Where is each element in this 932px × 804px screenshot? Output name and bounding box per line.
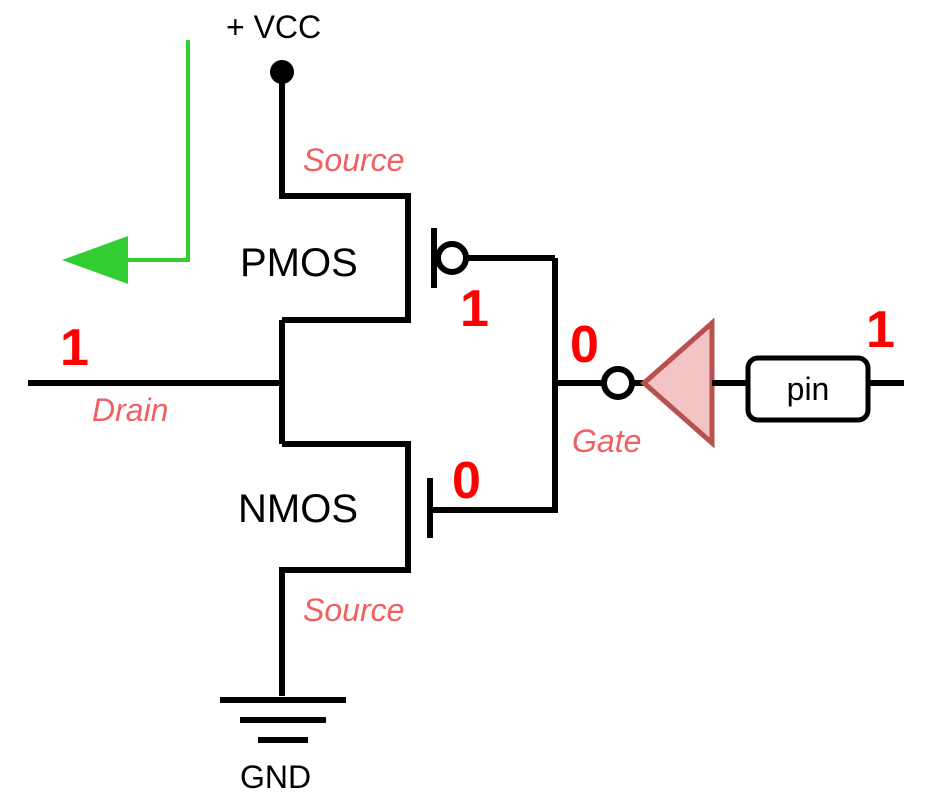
- drain-label: Drain: [92, 392, 168, 428]
- inversion-bubble: [601, 366, 635, 400]
- nmos-source-label: Source: [303, 592, 404, 628]
- drain-level: 1: [60, 319, 89, 377]
- pin-label: pin: [787, 371, 830, 407]
- vcc-label: + VCC: [226, 9, 321, 45]
- nmos-label: NMOS: [238, 487, 358, 531]
- gate-label: Gate: [572, 423, 641, 459]
- nmos-transistor: [279, 258, 558, 696]
- pin-level: 1: [866, 301, 895, 359]
- drain-wire: [28, 320, 285, 444]
- pmos-label: PMOS: [240, 241, 358, 285]
- pmos-source-label: Source: [303, 142, 404, 178]
- gate-level: 0: [570, 316, 599, 374]
- pmos-gate-level: 1: [460, 280, 489, 338]
- ground-symbol-icon: [220, 697, 346, 743]
- pin-box: [745, 355, 871, 423]
- gnd-label: GND: [240, 759, 311, 795]
- pmos-transistor: [279, 72, 555, 323]
- nmos-gate-level: 0: [452, 452, 481, 510]
- inverting-buffer-icon: [640, 317, 715, 449]
- arrow-left-icon: [62, 40, 190, 284]
